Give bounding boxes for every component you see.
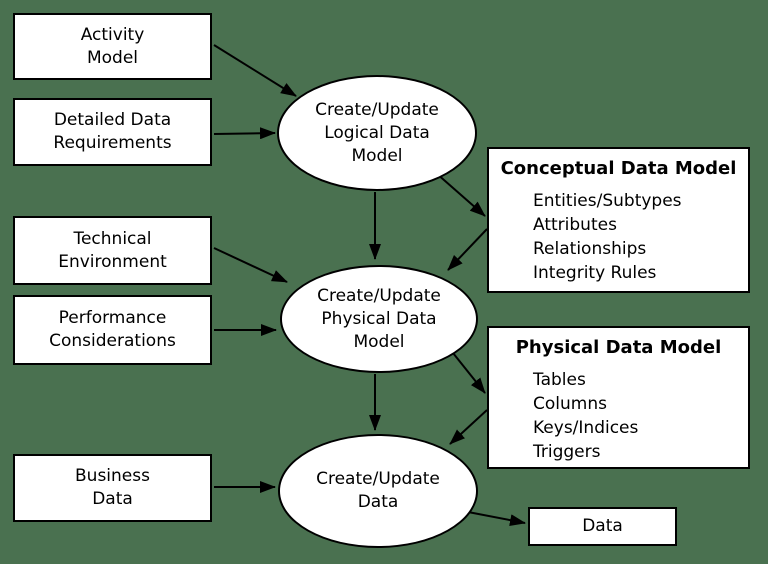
arrow-technical-environment-to-physical bbox=[213, 247, 288, 283]
process-label: Create/Update bbox=[316, 469, 440, 489]
input-box-label: Model bbox=[86, 47, 139, 68]
input-box-label: Data bbox=[92, 489, 133, 509]
store-item-list: Tables Columns Keys/Indices Triggers bbox=[489, 368, 748, 464]
input-box-activity-model: Activity Model bbox=[13, 13, 212, 80]
process-ellipse-create-update-physical-data-model: Create/Update Physical Data Model bbox=[280, 265, 478, 373]
input-box-label: Considerations bbox=[49, 331, 176, 351]
arrow-conceptual-model-to-physical bbox=[447, 228, 488, 271]
process-label: Model bbox=[351, 145, 403, 166]
store-item: Integrity Rules bbox=[533, 263, 657, 283]
input-box-business-data: Business Data bbox=[13, 454, 212, 522]
input-box-performance-considerations: Performance Considerations bbox=[13, 295, 212, 365]
process-label: Create/Update bbox=[317, 285, 441, 306]
store-item: Keys/Indices bbox=[533, 418, 639, 438]
store-box-physical-data-model: Physical Data Model Tables Columns Keys/… bbox=[487, 326, 750, 469]
arrow-create-data-to-data-store bbox=[467, 511, 526, 527]
store-label: Data bbox=[582, 516, 623, 536]
process-ellipse-create-update-logical-data-model: Create/Update Logical Data Model bbox=[277, 75, 477, 191]
arrow-logical-to-conceptual-model bbox=[435, 172, 486, 217]
input-box-label: Activity bbox=[80, 24, 145, 45]
store-item-list: Entities/Subtypes Attributes Relationshi… bbox=[489, 189, 748, 285]
input-box-label: Environment bbox=[58, 251, 167, 272]
input-box-label: Technical bbox=[73, 228, 152, 249]
store-item: Columns bbox=[533, 394, 607, 414]
input-box-label: Requirements bbox=[53, 133, 172, 153]
process-label: Logical Data bbox=[324, 122, 430, 143]
process-ellipse-create-update-data: Create/Update Data bbox=[278, 434, 478, 548]
input-box-technical-environment: Technical Environment bbox=[13, 216, 212, 285]
arrow-physical-model-to-create-data bbox=[449, 409, 488, 445]
process-label: Create/Update bbox=[315, 99, 439, 120]
store-item: Triggers bbox=[533, 442, 601, 462]
store-item: Tables bbox=[533, 370, 586, 390]
store-item: Entities/Subtypes bbox=[533, 191, 682, 211]
store-title: Physical Data Model bbox=[515, 337, 722, 358]
process-label: Physical Data bbox=[321, 308, 437, 329]
process-label: Data bbox=[357, 492, 399, 512]
arrow-detailed-data-requirements-to-logical bbox=[213, 127, 276, 140]
arrow-physical-to-physical-model bbox=[448, 347, 486, 394]
store-box-conceptual-data-model: Conceptual Data Model Entities/Subtypes … bbox=[487, 147, 750, 293]
process-label: Model bbox=[353, 331, 405, 352]
store-box-data: Data bbox=[528, 507, 677, 546]
store-title: Conceptual Data Model bbox=[500, 158, 737, 179]
input-box-label: Performance bbox=[58, 308, 167, 328]
arrow-activity-model-to-logical bbox=[213, 44, 297, 97]
input-box-detailed-data-requirements: Detailed Data Requirements bbox=[13, 98, 212, 166]
store-item: Relationships bbox=[533, 239, 647, 259]
input-box-label: Detailed Data bbox=[53, 110, 172, 130]
store-item: Attributes bbox=[533, 215, 617, 235]
input-box-label: Business bbox=[75, 466, 150, 486]
